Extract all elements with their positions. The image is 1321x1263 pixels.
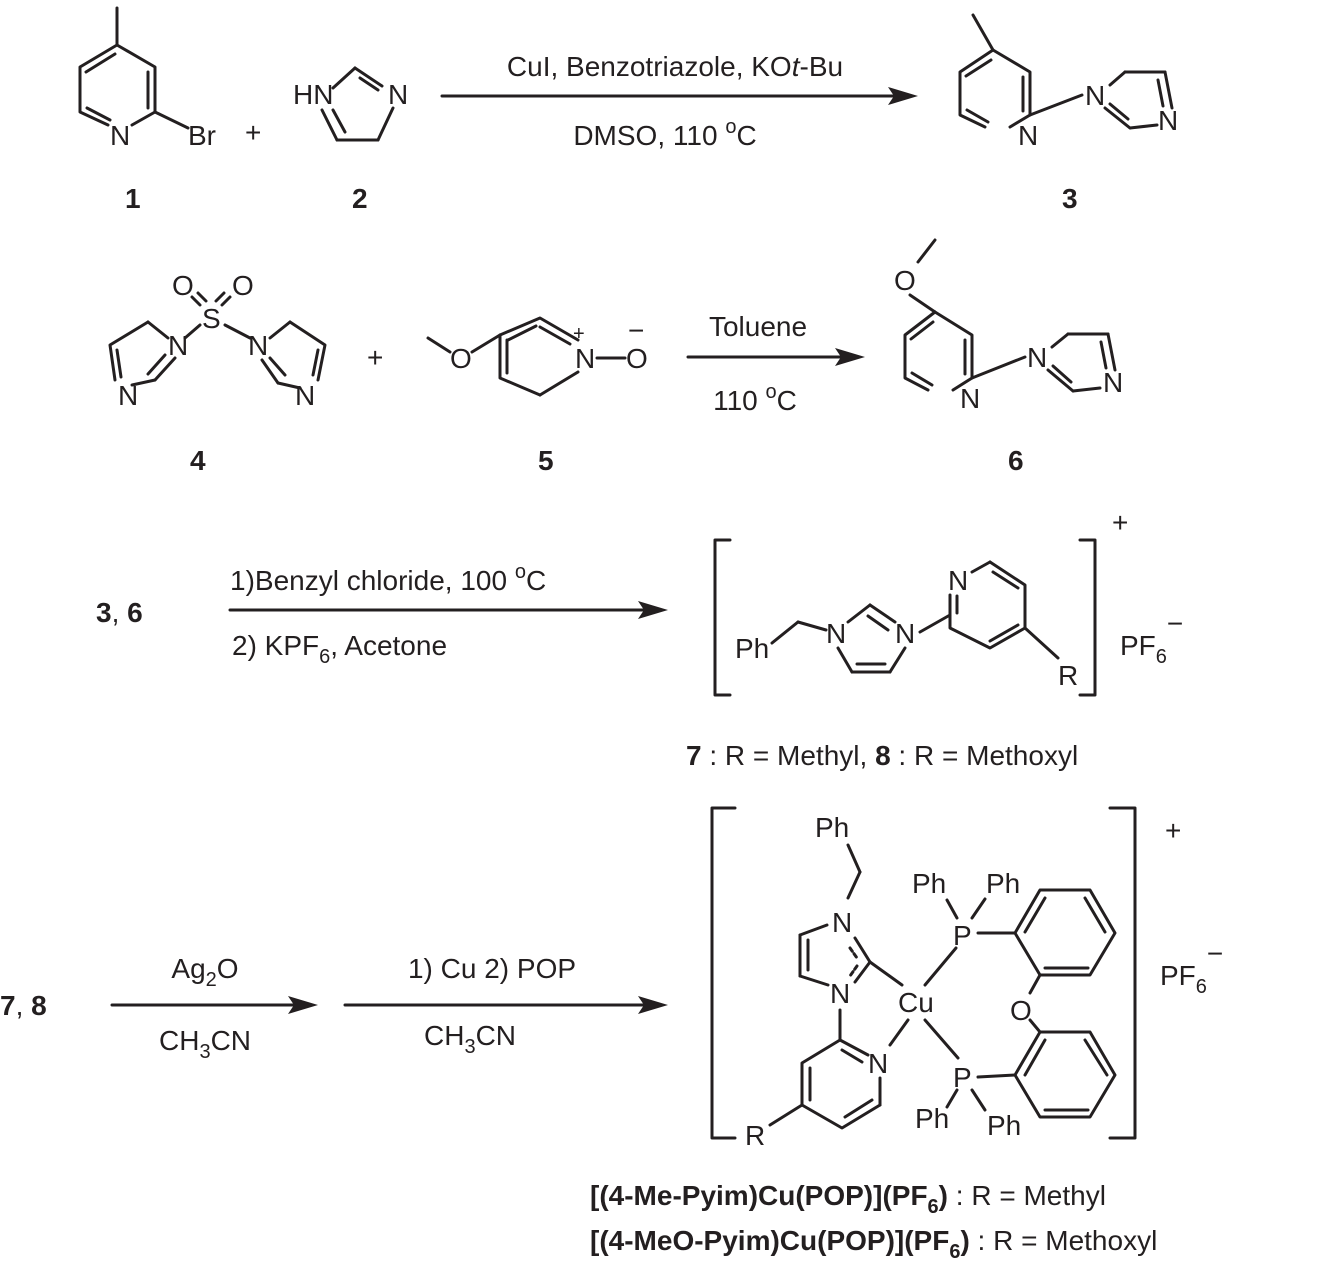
charge-plus: + (1165, 815, 1181, 846)
atom-n: N (948, 565, 968, 596)
atom-o: O (626, 343, 648, 374)
charge-minus: − (628, 315, 644, 346)
atom-n: N (826, 618, 846, 649)
atom-o: O (894, 265, 916, 296)
compound-label-6: 6 (1008, 445, 1024, 476)
atom-o: O (1010, 995, 1032, 1026)
conditions-1-top: CuI, Benzotriazole, KOt-Bu (507, 51, 843, 82)
conditions-1-bottom: DMSO, 110 oC (573, 116, 756, 151)
counterion-pf6: PF6− (1160, 938, 1223, 998)
compound-7-8: Ph N N N R (713, 538, 1097, 697)
atom-n: N (168, 330, 188, 361)
atom-o: O (172, 270, 194, 301)
atom-n: N (868, 1048, 888, 1079)
reaction-arrow-4b (343, 996, 668, 1014)
caption-meo-complex: [(4-MeO-Pyim)Cu(POP)](PF6) : R = Methoxy… (590, 1225, 1157, 1263)
step1-top: Ag2O (171, 953, 238, 991)
atom-ph: Ph (987, 1110, 1021, 1141)
caption-7-8: 7 : R = Methyl, 8 : R = Methoxyl (686, 740, 1078, 771)
conditions-2-bottom: 110 oC (713, 381, 797, 416)
atom-n: N (295, 380, 315, 411)
atom-n: N (575, 343, 595, 374)
atom-hn: HN (293, 79, 333, 110)
atom-o: O (232, 270, 254, 301)
charge-plus: + (573, 323, 585, 345)
compound-label-5: 5 (538, 445, 554, 476)
atom-ph: Ph (735, 633, 769, 664)
compound-label-3: 3 (1062, 183, 1078, 214)
caption-me-complex: [(4-Me-Pyim)Cu(POP)](PF6) : R = Methyl (590, 1180, 1106, 1218)
plus-sign: + (367, 342, 383, 373)
reaction-arrow-3 (228, 601, 668, 619)
charge-plus: + (1112, 507, 1128, 538)
atom-p: P (953, 920, 972, 951)
reactants-7-8: 7, 8 (0, 990, 47, 1021)
compound-label-4: 4 (190, 445, 206, 476)
compound-1: N Br (78, 6, 216, 151)
step2-top: 1) Cu 2) POP (408, 953, 576, 984)
atom-p: P (953, 1062, 972, 1093)
conditions-3-bottom: 2) KPF6, Acetone (232, 630, 447, 668)
atom-n: N (1018, 120, 1038, 151)
atom-br: Br (188, 120, 216, 151)
atom-n: N (110, 120, 130, 151)
atom-n: N (118, 380, 138, 411)
conditions-3-top: 1)Benzyl chloride, 100 oC (230, 561, 546, 596)
step1-bottom: CH3CN (159, 1025, 251, 1063)
atom-ph: Ph (986, 868, 1020, 899)
atom-ph: Ph (815, 812, 849, 843)
atom-n: N (960, 383, 980, 414)
reaction-arrow-4a (110, 996, 318, 1014)
atom-r: R (745, 1120, 765, 1151)
compound-2: HN N (293, 66, 408, 142)
compound-label-2: 2 (352, 183, 368, 214)
reaction-arrow-2 (686, 348, 865, 366)
compound-5: O N + O − (426, 315, 648, 397)
atom-ph: Ph (912, 868, 946, 899)
step2-bottom: CH3CN (424, 1020, 516, 1058)
compound-label-1: 1 (125, 183, 141, 214)
copper-complex: Ph N N Cu N R P Ph Ph (710, 806, 1137, 1151)
reactants-3-6: 3, 6 (96, 597, 143, 628)
compound-4: S O O N N N N (108, 270, 327, 411)
atom-n: N (830, 978, 850, 1009)
atom-n: N (248, 330, 268, 361)
compound-6: O N N N (894, 238, 1123, 414)
atom-n: N (1103, 367, 1123, 398)
atom-ph: Ph (915, 1103, 949, 1134)
atom-n: N (895, 618, 915, 649)
conditions-2-top: Toluene (709, 311, 807, 342)
counterion-pf6: PF6− (1120, 608, 1183, 668)
atom-n: N (1158, 105, 1178, 136)
atom-n: N (1085, 80, 1105, 111)
atom-n: N (1027, 342, 1047, 373)
plus-sign: + (245, 117, 261, 148)
atom-o: O (450, 343, 472, 374)
atom-r: R (1058, 660, 1078, 691)
reaction-arrow-1 (440, 87, 918, 105)
compound-3: N N N (958, 13, 1178, 151)
atom-cu: Cu (898, 987, 934, 1018)
atom-s: S (202, 303, 221, 334)
atom-n: N (388, 79, 408, 110)
atom-n: N (832, 907, 852, 938)
